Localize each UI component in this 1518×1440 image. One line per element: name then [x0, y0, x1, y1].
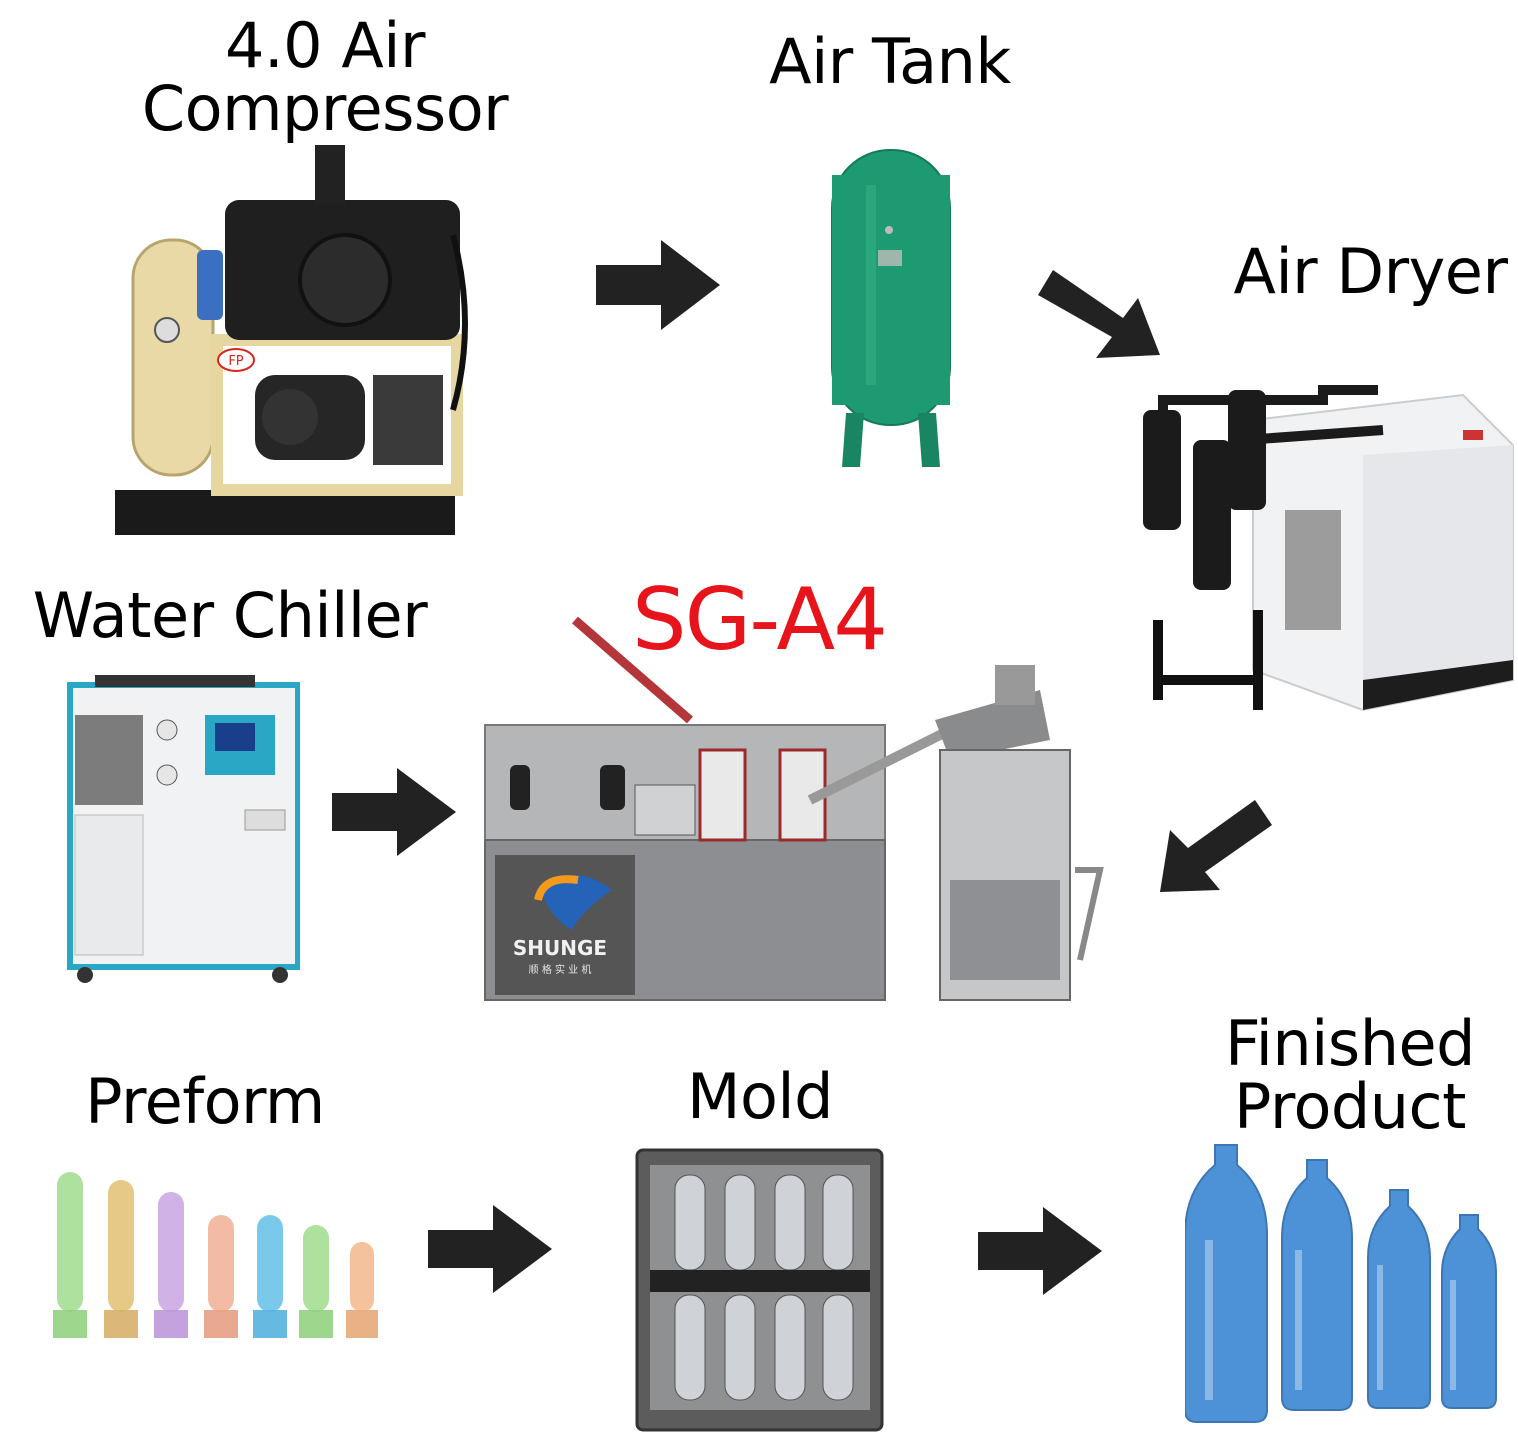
machine-brand-name: SHUNGE — [513, 936, 607, 960]
water-chiller-image — [65, 675, 300, 985]
arrow-dryer-to-machine — [1160, 800, 1275, 895]
preform-label: Preform — [85, 1065, 325, 1138]
preform-row — [53, 1172, 378, 1338]
arrow-compressor-to-tank — [596, 240, 721, 330]
blow-molding-machine-image: SHUNGE 顺 格 实 业 机 — [480, 600, 1105, 1030]
mold-label: Mold — [686, 1060, 834, 1133]
air-dryer-label: Air Dryer — [1233, 235, 1508, 308]
preforms-image — [45, 1160, 390, 1350]
arrow-chiller-to-machine — [332, 768, 457, 856]
finished-product-label: Finished Product — [1225, 1007, 1476, 1144]
arrow-tank-to-dryer — [1038, 270, 1163, 365]
arrow-mold-to-product — [978, 1207, 1103, 1295]
machine-brand-sub: 顺 格 实 业 机 — [529, 963, 592, 976]
fp-badge: FP — [228, 354, 243, 369]
air-tank-label: Air Tank — [769, 25, 1011, 98]
water-chiller-label: Water Chiller — [32, 579, 428, 652]
air-compressor-image: FP — [105, 145, 475, 540]
air-dryer-image — [1133, 380, 1518, 720]
arrow-preform-to-mold — [428, 1205, 553, 1293]
compressor-label: 4.0 Air Compressor — [141, 9, 509, 146]
mold-image — [635, 1145, 890, 1435]
air-tank-image — [826, 145, 956, 470]
model-title: SG-A4 — [632, 570, 888, 670]
finished-bottles-image — [1185, 1140, 1515, 1425]
